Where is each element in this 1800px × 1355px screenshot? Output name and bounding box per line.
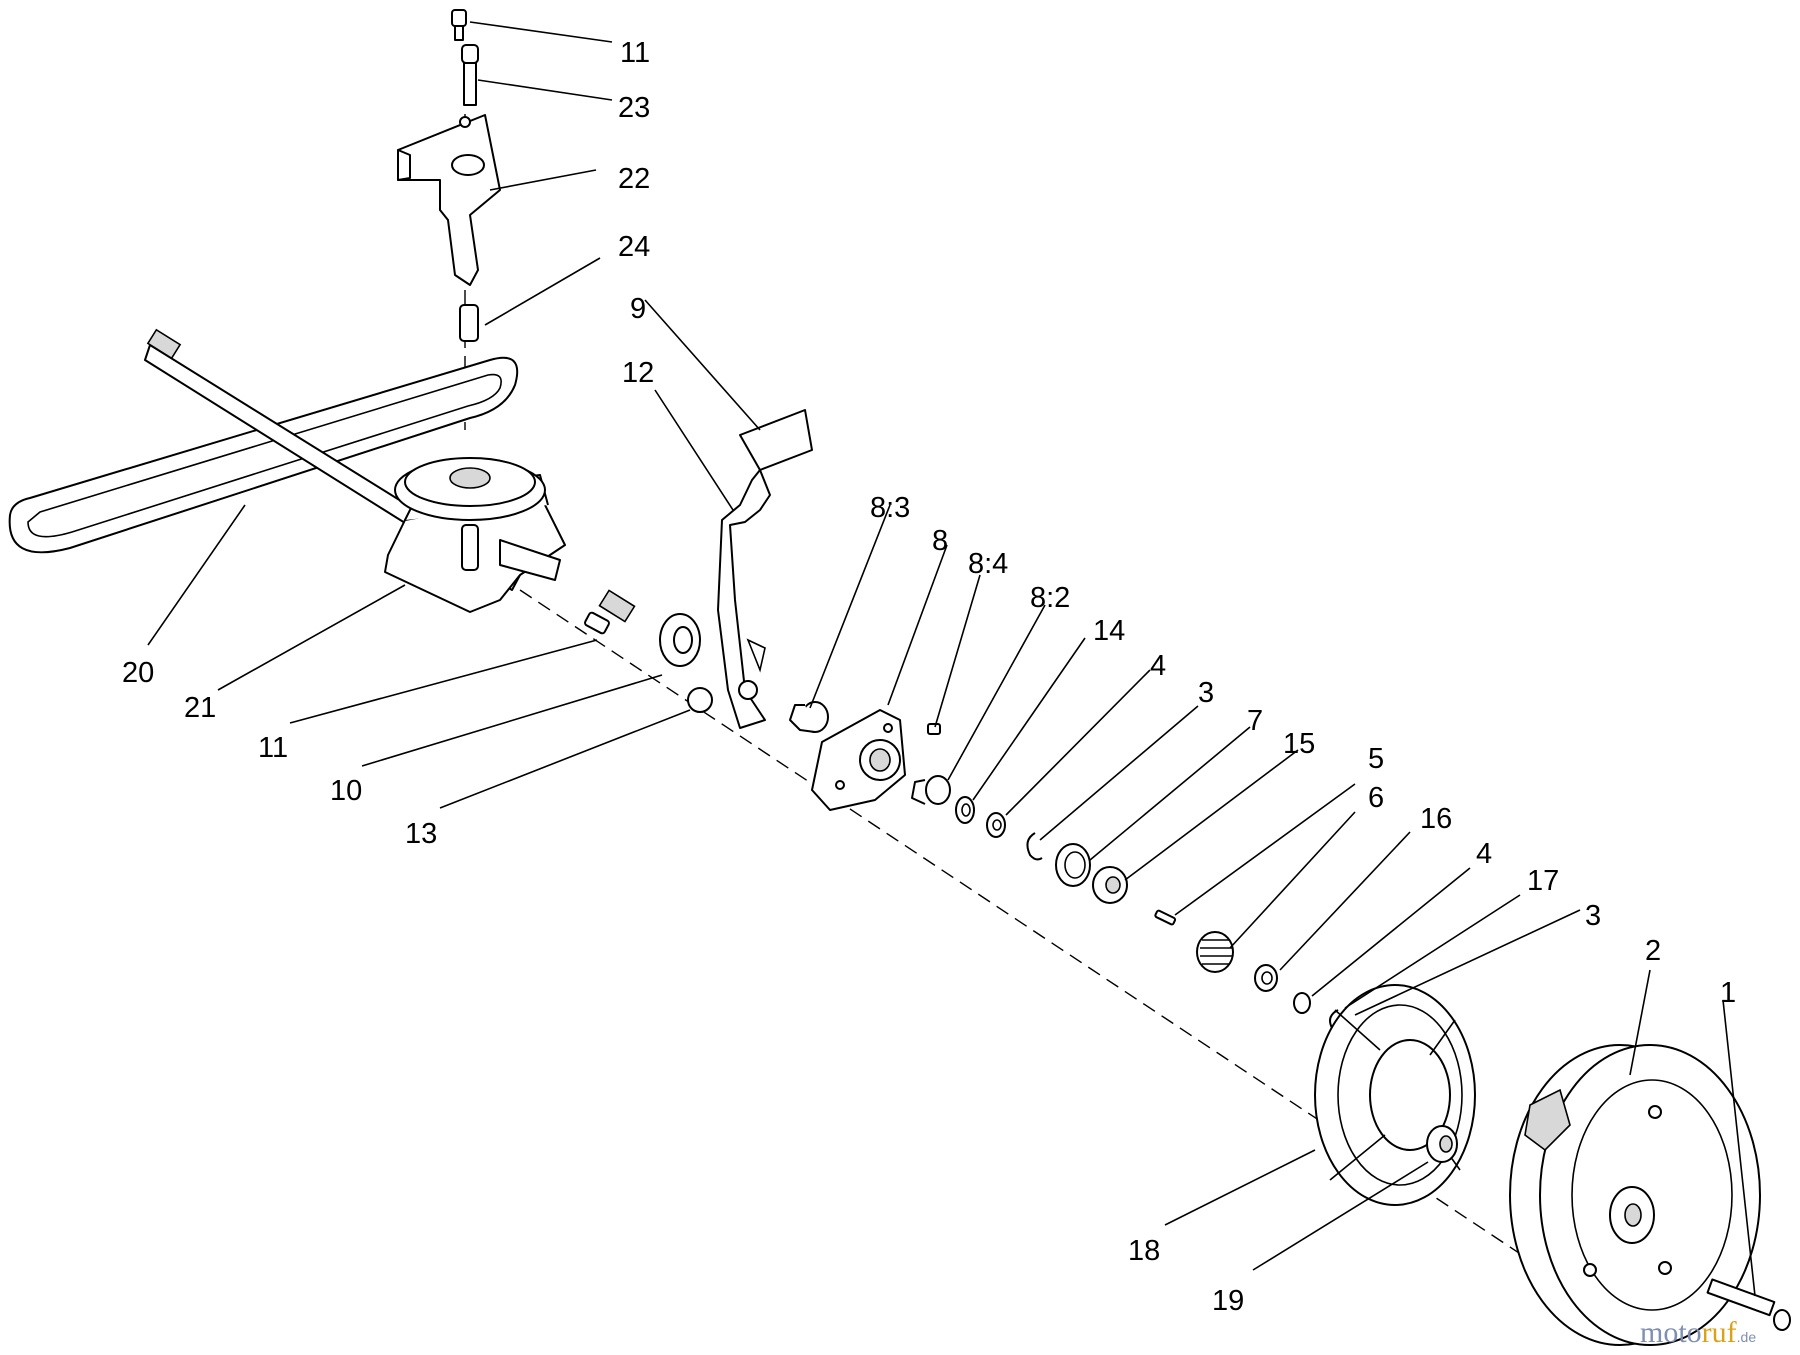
washer-4b (1254, 964, 1278, 992)
callout-5: 5 (1368, 743, 1384, 775)
bearing-bracket (811, 709, 906, 811)
left-nut (687, 687, 713, 713)
callout-1: 1 (1720, 977, 1736, 1009)
callout-20: 20 (122, 657, 154, 689)
callout-21: 21 (184, 692, 216, 724)
bushing-8-2 (911, 775, 951, 805)
leader-lines (147, 21, 1756, 1297)
left-bolt (584, 611, 610, 635)
callout-11-left: 11 (258, 732, 288, 764)
callout-2: 2 (1645, 935, 1661, 967)
callout-labels: 11 23 22 24 9 12 8:3 8 8:4 8:2 14 4 3 7 … (122, 37, 1736, 1317)
callout-17: 17 (1527, 865, 1559, 897)
callout-3b: 3 (1585, 900, 1601, 932)
assembly-axis (519, 589, 1621, 1321)
callout-18: 18 (1128, 1235, 1160, 1267)
spacer-tube (461, 44, 479, 106)
svg-text:motoruf.de: motoruf.de (1640, 1316, 1756, 1349)
rear-wheel (1509, 1044, 1761, 1346)
callout-9: 9 (630, 293, 646, 325)
washer-7 (1055, 843, 1091, 887)
callout-8: 8 (932, 525, 948, 557)
left-washer (659, 613, 701, 667)
callout-19: 19 (1212, 1285, 1244, 1317)
watermark-part2: ruf (1702, 1316, 1737, 1349)
watermark-part1: moto (1640, 1316, 1702, 1349)
pawl-15 (1092, 866, 1128, 904)
callout-7: 7 (1247, 705, 1263, 737)
height-adjust-lever (717, 409, 813, 729)
pinion-gear-16 (1196, 931, 1234, 973)
callout-3: 3 (1198, 677, 1214, 709)
upper-bracket (397, 114, 501, 286)
watermark-part3: .de (1737, 1329, 1757, 1345)
callout-8-4: 8:4 (968, 548, 1008, 580)
callout-13: 13 (405, 818, 437, 850)
callout-12: 12 (622, 357, 654, 389)
bushing-spacer (459, 304, 479, 342)
axle-bolt (1706, 1278, 1791, 1331)
watermark-logo: motoruf.de (1640, 1316, 1756, 1349)
bushing-8-3 (789, 701, 829, 733)
callout-23: 23 (618, 92, 650, 124)
callout-24: 24 (618, 231, 650, 263)
wheel-hub-cover (1314, 984, 1476, 1206)
drive-belt (8, 356, 519, 554)
callout-8-3: 8:3 (870, 492, 910, 524)
callout-22: 22 (618, 163, 650, 195)
gearbox-housing (384, 457, 566, 613)
callout-4b: 4 (1476, 838, 1492, 870)
callout-15: 15 (1283, 728, 1315, 760)
key-pin-5 (1154, 909, 1177, 926)
callout-8-2: 8:2 (1030, 582, 1070, 614)
retaining-clip-3 (1026, 832, 1043, 861)
wheel-bushing (1426, 1125, 1458, 1163)
top-bolt (451, 9, 467, 41)
callout-6: 6 (1368, 782, 1384, 814)
washer-4 (986, 812, 1006, 838)
callout-10: 10 (330, 775, 362, 807)
callout-14: 14 (1093, 615, 1125, 647)
washer-14 (955, 796, 975, 824)
set-screw-8-4 (927, 723, 941, 735)
callout-11-top: 11 (620, 37, 650, 69)
spacer-17 (1293, 992, 1311, 1014)
callout-4: 4 (1150, 650, 1166, 682)
callout-16: 16 (1420, 803, 1452, 835)
